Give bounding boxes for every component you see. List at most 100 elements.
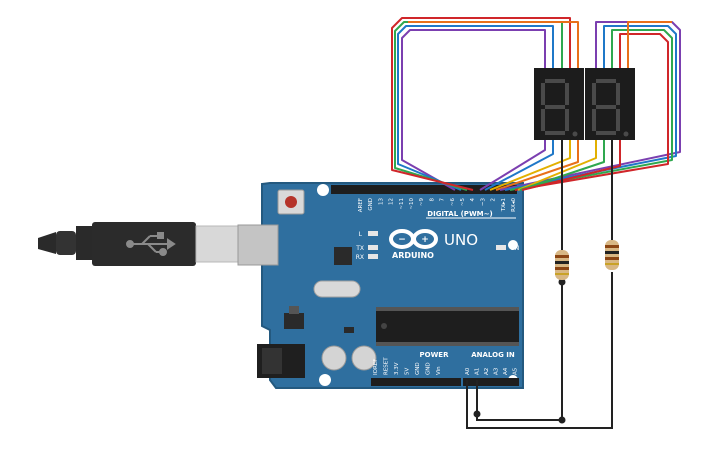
chip-pins-top <box>376 307 519 311</box>
resistor-body <box>555 250 569 280</box>
wire-black-to-a0[interactable] <box>466 272 613 429</box>
board-model-label: UNO <box>444 231 478 249</box>
chip-notch <box>381 323 387 329</box>
pin-label: 2 <box>491 198 497 202</box>
wire-yellow-right-bottom[interactable] <box>517 140 597 191</box>
resistor-body <box>605 240 619 270</box>
ground-wires[interactable] <box>466 140 613 429</box>
power-jack-inner <box>262 348 282 374</box>
pin-label: ~11 <box>399 198 405 210</box>
digital-header[interactable] <box>331 185 517 194</box>
logo-plus: + <box>421 235 429 245</box>
led-on-label: ON <box>510 245 519 252</box>
resistor-band <box>555 255 569 258</box>
resistor-band <box>555 273 569 275</box>
capacitor <box>351 345 377 371</box>
pin-label: A1 <box>475 368 481 375</box>
seven-segment-display-right[interactable] <box>585 68 635 140</box>
pin-label: ~10 <box>409 198 415 210</box>
display-segments <box>592 79 629 137</box>
power-header-label: POWER <box>420 351 450 359</box>
usb-plug-metal <box>195 225 241 263</box>
resistor-band <box>555 267 569 270</box>
wire-green-right[interactable] <box>509 29 673 191</box>
wire-black-to-a1[interactable] <box>476 282 563 421</box>
led-l-label: L <box>359 231 363 238</box>
wire-red-right-bottom[interactable] <box>521 140 621 191</box>
usb-cable-boot <box>56 231 76 255</box>
pin-label: 3.3V <box>394 362 400 375</box>
pin-label: A5 <box>513 367 519 375</box>
wire-blue-right[interactable] <box>504 25 677 191</box>
usb-cable-collar <box>76 226 92 260</box>
arduino-logo-text: ARDUINO <box>392 251 434 260</box>
mounting-hole <box>508 240 518 250</box>
wire-green-left[interactable] <box>394 21 563 191</box>
pin-label: ~5 <box>460 198 466 207</box>
seven-segment-display-left[interactable] <box>534 68 584 140</box>
analog-header-label: ANALOG IN <box>471 351 515 359</box>
digital-header-label: DIGITAL (PWM~) <box>427 210 492 218</box>
chip-pins-bottom <box>376 342 519 346</box>
wire-blue-left[interactable] <box>397 25 554 191</box>
pin-label: ~6 <box>450 198 456 207</box>
pin-label: 4 <box>470 198 476 202</box>
analog-header[interactable] <box>463 378 519 386</box>
pin-label: 12 <box>389 198 395 205</box>
wire-orange-right-top[interactable] <box>627 21 672 68</box>
wire-red-left[interactable] <box>391 17 571 191</box>
led-rx-label: RX <box>356 254 364 261</box>
resistor-left[interactable] <box>555 250 569 280</box>
led-tx-label: TX <box>355 245 364 252</box>
wire-purple-left-bottom[interactable] <box>479 140 546 191</box>
usb-connector <box>237 224 279 266</box>
wire-junction <box>473 410 481 418</box>
pin-label: 5V <box>405 368 411 375</box>
capacitor <box>321 345 347 371</box>
logo-minus: − <box>398 235 406 245</box>
pin-label: AREF <box>358 198 364 212</box>
wire-green-right-bottom[interactable] <box>519 140 605 191</box>
wire-orange-left-bottom[interactable] <box>495 140 579 191</box>
pin-label: A0 <box>465 367 471 375</box>
led-on <box>496 245 506 250</box>
wire-red-right[interactable] <box>514 33 669 191</box>
pin-label: TX▸1 <box>501 198 507 212</box>
power-header[interactable] <box>371 378 461 386</box>
pin-label: 13 <box>378 198 384 205</box>
resistor-band <box>605 263 619 265</box>
voltage-regulator <box>284 313 304 329</box>
pin-label: GND <box>426 362 432 375</box>
usb-controller-chip <box>334 247 352 265</box>
usb-cable-strain-relief <box>38 232 56 254</box>
resistor-band <box>555 261 569 264</box>
led-tx <box>368 245 378 250</box>
pin-label: IOREF <box>373 359 379 375</box>
arduino-infinity-logo <box>389 229 438 249</box>
mounting-hole <box>319 374 331 386</box>
pin-label: RESET <box>384 357 390 375</box>
resistor-band <box>605 257 619 260</box>
wire-purple-left[interactable] <box>401 29 546 191</box>
atmega-microcontroller <box>376 310 519 343</box>
wire-blue-left-bottom[interactable] <box>484 140 554 191</box>
resistor-right[interactable] <box>605 240 619 270</box>
mounting-hole <box>317 184 329 196</box>
pin-label: A2 <box>484 368 490 375</box>
wire-junction <box>558 416 566 424</box>
resistor-band <box>605 245 619 248</box>
pin-label: 8 <box>429 198 435 202</box>
pin-label: GND <box>415 362 421 375</box>
display-segments <box>541 79 578 137</box>
wire-yellow-left-bottom[interactable] <box>489 140 571 191</box>
pin-label: A4 <box>503 367 509 375</box>
wire-purple-right[interactable] <box>499 21 681 191</box>
display-wires[interactable] <box>391 17 681 191</box>
reset-button-cap[interactable] <box>285 196 297 208</box>
pin-label: ~3 <box>480 198 486 207</box>
wire-orange-left-top[interactable] <box>408 21 579 68</box>
